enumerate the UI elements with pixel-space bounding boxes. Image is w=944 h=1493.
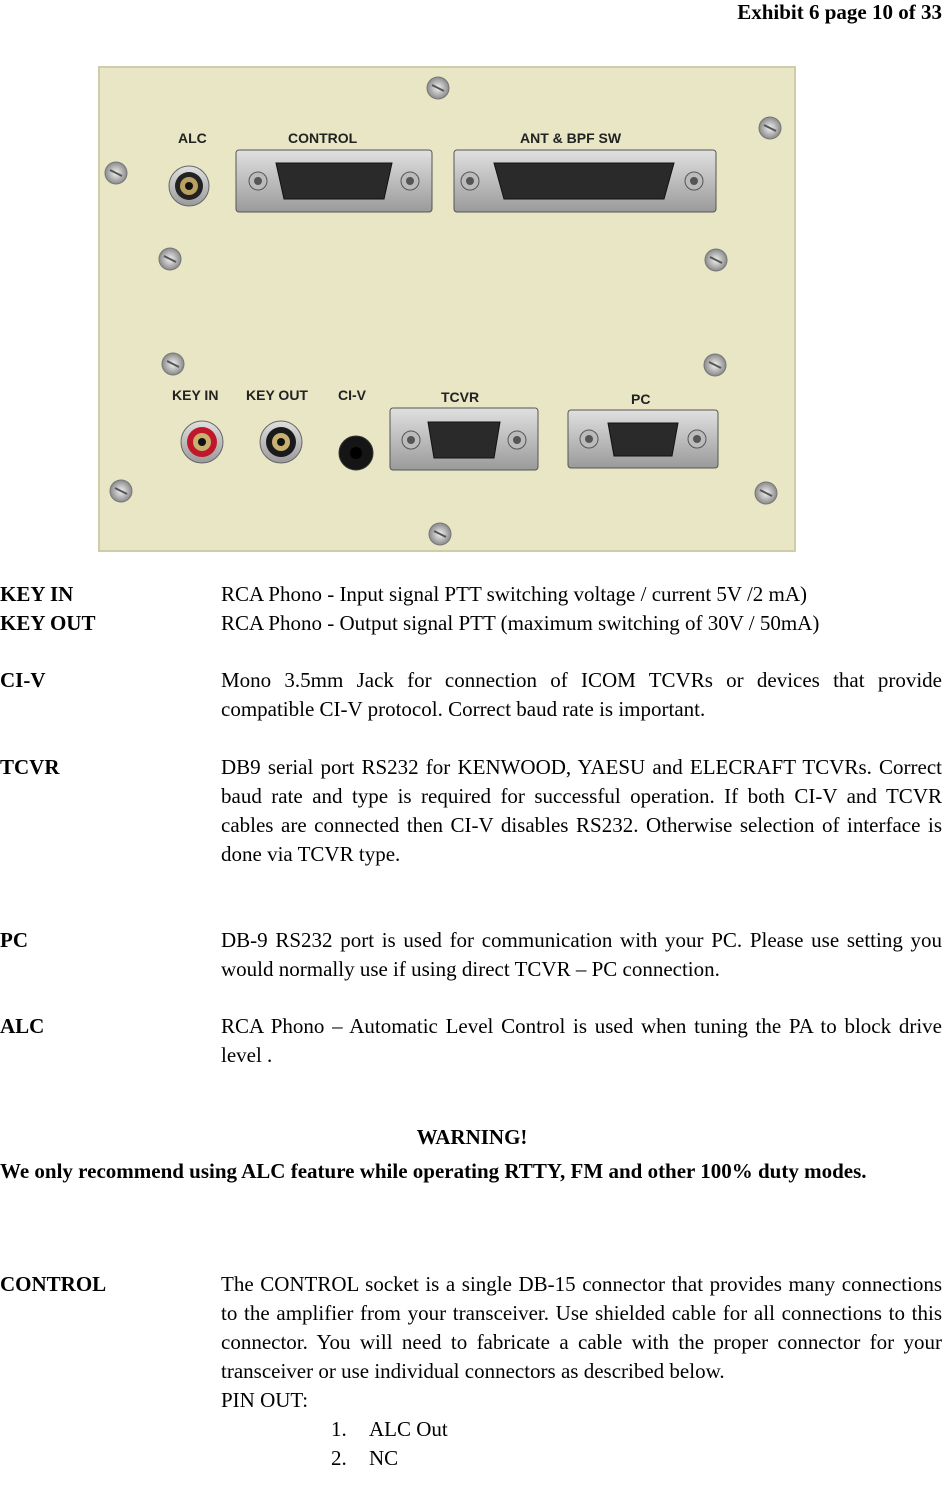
term-civ: CI-V bbox=[0, 668, 46, 692]
desc-key-in: RCA Phono - Input signal PTT switching v… bbox=[221, 582, 808, 606]
photo-label-ant-bpf: ANT & BPF SW bbox=[520, 130, 622, 146]
pin-label: NC bbox=[369, 1446, 399, 1470]
panel-background bbox=[98, 66, 796, 552]
desc-control: The CONTROL socket is a single DB-15 con… bbox=[221, 1272, 942, 1383]
photo-label-control: CONTROL bbox=[288, 130, 358, 146]
desc-key-out: RCA Phono - Output signal PTT (maximum s… bbox=[221, 611, 820, 635]
term-key-in: KEY IN bbox=[0, 582, 74, 606]
rear-panel-photo: ALC CONTROL ANT & BPF SW KEY IN KEY OUT … bbox=[98, 66, 796, 552]
tcvr-db9-connector bbox=[389, 407, 539, 471]
control-description-block: The CONTROL socket is a single DB-15 con… bbox=[221, 1270, 942, 1473]
warning-text: We only recommend using ALC feature whil… bbox=[0, 1159, 867, 1183]
term-tcvr: TCVR bbox=[0, 755, 60, 779]
term-control: CONTROL bbox=[0, 1272, 107, 1296]
ant-bpf-db25-connector bbox=[453, 149, 717, 213]
pin-item: 2. NC bbox=[221, 1444, 942, 1473]
pin-label: ALC Out bbox=[369, 1417, 448, 1441]
term-pc: PC bbox=[0, 928, 28, 952]
desc-pc: DB-9 RS232 port is used for communicatio… bbox=[221, 928, 942, 981]
photo-label-alc: ALC bbox=[178, 130, 207, 146]
page-header: Exhibit 6 page 10 of 33 bbox=[737, 0, 942, 24]
desc-tcvr: DB9 serial port RS232 for KENWOOD, YAESU… bbox=[221, 755, 942, 866]
desc-alc: RCA Phono – Automatic Level Control is u… bbox=[221, 1014, 942, 1067]
pinout-label: PIN OUT: bbox=[221, 1388, 309, 1412]
photo-label-tcvr: TCVR bbox=[441, 389, 479, 405]
warning-title: WARNING! bbox=[416, 1125, 528, 1149]
pin-list: 1. ALC Out 2. NC bbox=[221, 1415, 942, 1473]
photo-label-key-out: KEY OUT bbox=[246, 387, 308, 403]
pin-number: 2. bbox=[331, 1446, 347, 1470]
control-db15-connector bbox=[235, 149, 433, 213]
key-in-jack bbox=[180, 420, 224, 464]
pin-number: 1. bbox=[331, 1417, 347, 1441]
key-out-jack bbox=[259, 420, 303, 464]
pc-db9-connector bbox=[567, 409, 719, 469]
photo-label-pc: PC bbox=[631, 391, 650, 407]
alc-jack bbox=[168, 165, 210, 207]
term-alc: ALC bbox=[0, 1014, 45, 1038]
photo-label-key-in: KEY IN bbox=[172, 387, 218, 403]
photo-label-civ: CI-V bbox=[338, 387, 367, 403]
term-key-out: KEY OUT bbox=[0, 611, 96, 635]
civ-jack bbox=[338, 435, 374, 471]
desc-civ: Mono 3.5mm Jack for connection of ICOM T… bbox=[221, 668, 942, 721]
pin-item: 1. ALC Out bbox=[221, 1415, 942, 1444]
panel-screws bbox=[104, 76, 782, 546]
